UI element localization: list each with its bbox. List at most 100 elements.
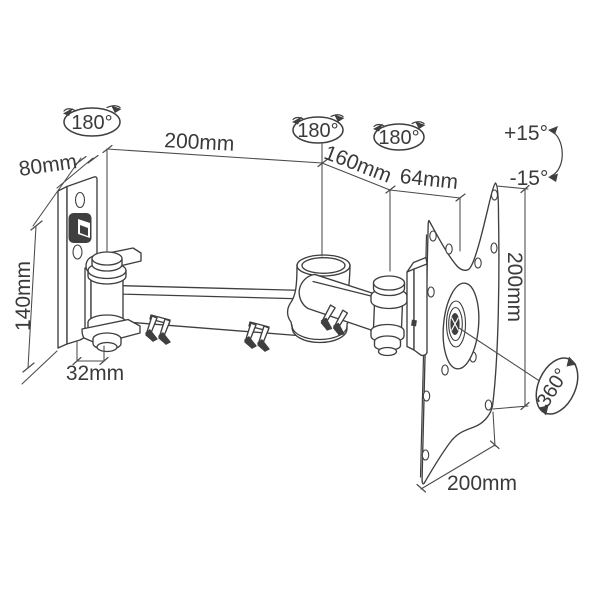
dim-tick	[416, 440, 500, 493]
joint-cap	[372, 275, 406, 291]
dim-tick	[385, 185, 396, 194]
dim-line-arm1	[106, 148, 323, 164]
vesa-plate	[419, 182, 500, 485]
label-dim-wall-depth: 80mm	[17, 150, 78, 181]
clip-foot	[145, 329, 157, 342]
dim-tick	[22, 220, 43, 373]
dim-line-height	[27, 225, 37, 369]
tilt-indicator	[548, 126, 563, 182]
wall-plate-hole	[72, 244, 83, 260]
label-tilt-down: -15°	[510, 167, 549, 190]
tilt-arrow-up-icon	[548, 126, 558, 135]
ext-line	[76, 341, 105, 362]
label-dim-plate-height: 140mm	[12, 261, 35, 331]
vesa-hole	[484, 399, 493, 411]
vesa-hole	[441, 364, 449, 376]
clip-foot	[244, 336, 256, 349]
arm-2-body	[298, 273, 385, 332]
cable-clip	[145, 314, 171, 345]
dim-tick	[455, 193, 466, 202]
vesa-hub	[442, 282, 480, 370]
arm-1-top-edge	[116, 293, 309, 300]
vesa-hole	[427, 286, 435, 298]
label-dim-vesa-height: 200mm	[503, 252, 526, 322]
hinge-joint-3	[370, 275, 408, 357]
ext-line	[492, 185, 529, 410]
joint-washer	[377, 346, 398, 357]
hinge-joint-1	[81, 247, 142, 353]
ext-line	[32, 157, 82, 227]
dim-tick	[520, 184, 530, 411]
swivel-arrow-icon	[373, 123, 383, 132]
vesa-hole	[490, 189, 499, 201]
vesa-hole	[474, 257, 482, 269]
clip-foot	[320, 317, 332, 331]
ext-line	[21, 350, 58, 385]
leader-line	[458, 327, 542, 383]
label-dim-arm1: 200mm	[164, 129, 235, 156]
wall-plate-hole	[74, 191, 86, 209]
dimension-lines	[21, 143, 542, 493]
swivel-arc	[411, 121, 425, 125]
dim-line-vesa-width	[420, 444, 496, 490]
wall-plate-side	[57, 185, 68, 349]
arm-2-top-edge	[312, 280, 382, 300]
label-dim-head-offset: 64mm	[399, 165, 459, 194]
bracket-screw	[411, 319, 417, 327]
swivel-indicator-2	[292, 114, 345, 144]
joint-cap	[91, 251, 123, 266]
vesa-hole	[421, 449, 430, 461]
joint-washer	[96, 341, 118, 353]
swivel-arrow-icon	[111, 105, 122, 113]
ext-line	[492, 411, 496, 447]
wall-plate-slot-bolt	[80, 225, 88, 236]
swivel-arrow-icon	[63, 108, 73, 116]
label-swivel-mid: 180°	[297, 120, 338, 142]
swivel-arc	[330, 114, 344, 118]
label-dim-joint-width: 32mm	[66, 362, 124, 385]
swivel-arrow-icon	[292, 116, 302, 125]
swivel-arrow-icon	[415, 121, 426, 129]
swivel-arc	[106, 105, 121, 109]
swivel-arc	[292, 116, 305, 121]
clip-foot	[158, 332, 170, 345]
swivel-arc	[373, 123, 386, 128]
joint-opening-inner	[301, 257, 346, 274]
arm-2	[298, 273, 385, 332]
dim-line-offset	[389, 189, 461, 199]
clip-foot	[332, 322, 344, 337]
swivel-arc	[63, 108, 77, 112]
swivel-ellipse	[373, 123, 425, 151]
swivel-indicator-1	[63, 105, 122, 137]
bracket-front	[413, 263, 428, 357]
dim-tick	[72, 356, 109, 366]
rotation-arrow-icon	[566, 356, 577, 367]
vesa-hole	[422, 390, 431, 402]
label-swivel-end: 180°	[378, 127, 419, 149]
cable-clip	[244, 321, 270, 352]
swivel-arrow-icon	[334, 114, 345, 122]
tilt-arc	[550, 130, 563, 177]
joint-ring-side	[370, 295, 408, 310]
dim-line-arm2	[321, 162, 391, 191]
vesa-hole	[429, 230, 437, 242]
cable-clip	[320, 304, 349, 337]
swivel-ellipse	[63, 107, 121, 137]
hub-screw-cross	[450, 317, 460, 331]
rotation-indicator	[535, 356, 579, 416]
swivel-indicator-3	[373, 121, 426, 151]
dim-tick	[75, 154, 99, 165]
ext-line	[56, 157, 94, 189]
joint-bottom-rim	[291, 324, 348, 341]
tilt-arrow-down-icon	[548, 173, 558, 182]
vesa-hole	[445, 243, 453, 255]
swivel-ellipse	[292, 116, 344, 144]
bracket-side	[406, 268, 415, 351]
tilt-bracket	[406, 256, 428, 357]
label-swivel-wall: 180°	[71, 112, 112, 134]
vesa-hole	[490, 242, 498, 254]
clip-foot	[257, 339, 269, 352]
label-tilt-up: +15°	[504, 122, 548, 145]
